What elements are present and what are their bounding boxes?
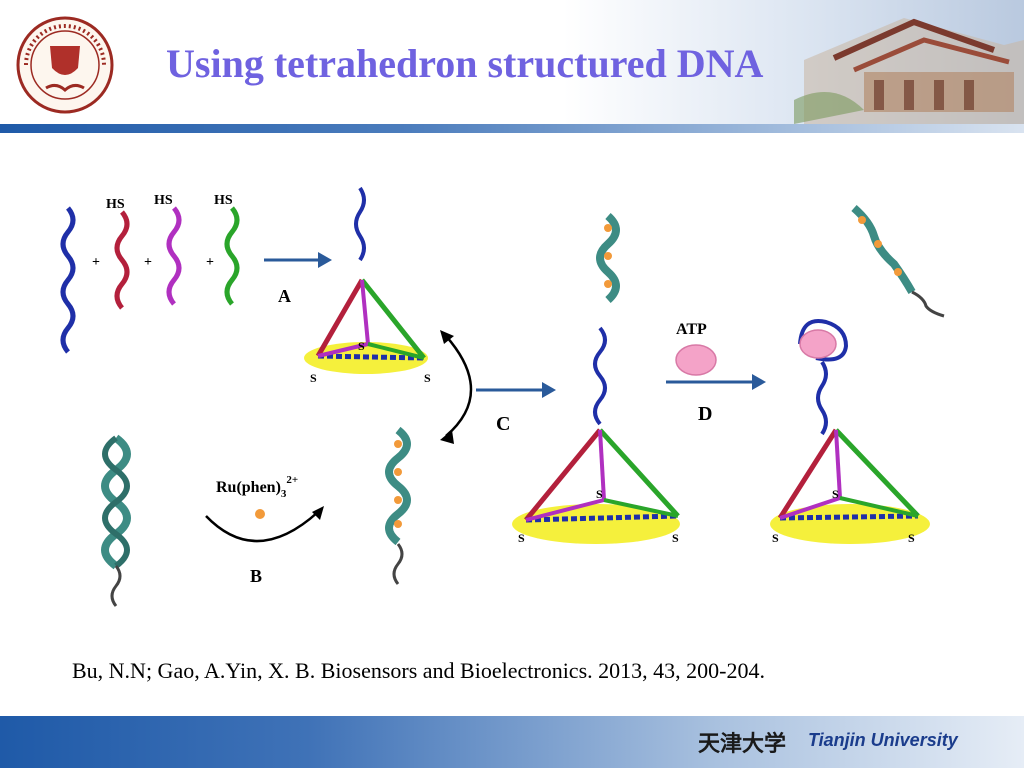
university-calligraphy-logo: 天津大学 [698, 731, 786, 757]
strand-red [114, 210, 130, 310]
slide-title: Using tetrahedron structured DNA [166, 41, 764, 86]
footer-bar [0, 716, 1024, 768]
step-label-d: D [698, 403, 712, 425]
s-label: S [518, 531, 525, 545]
hs-label: HS [214, 193, 233, 208]
arrow-a [264, 252, 332, 268]
aptamer-duplex [101, 434, 131, 607]
s-label: S [772, 531, 779, 545]
s-label: S [424, 371, 431, 385]
tetrahedron-atp-bound [770, 319, 930, 544]
released-aptamer [851, 204, 945, 318]
footer-university-name: Tianjin University [808, 730, 958, 750]
ru-phen-label: Ru(phen)32+ [216, 474, 298, 500]
curved-arrow-c [445, 335, 473, 437]
ru-complex-icon [255, 509, 265, 519]
aptamer-with-ru [385, 426, 411, 585]
plus-sign: + [206, 255, 214, 270]
atp-molecule [675, 344, 717, 376]
s-label: S [596, 487, 603, 501]
plus-sign: + [92, 255, 100, 270]
tetrahedron-dna-diagram: HS HS HS + + + A S S S C Ru(phen)32+ B [60, 186, 945, 607]
strand-green [224, 206, 240, 306]
hs-label: HS [154, 193, 173, 208]
step-label-b: B [250, 566, 262, 586]
step-label-a: A [278, 286, 291, 306]
s-label: S [358, 339, 365, 353]
curved-arrow-b [205, 511, 319, 543]
building-illustration [794, 18, 1024, 124]
strand-magenta [166, 206, 182, 306]
plus-sign: + [144, 255, 152, 270]
step-label-c: C [496, 413, 510, 435]
s-label: S [310, 371, 317, 385]
s-label: S [832, 487, 839, 501]
svg-text:天津大学: 天津大学 [698, 731, 786, 757]
tetrahedron-small [304, 186, 428, 374]
arrow-d [666, 374, 766, 390]
tetrahedron-with-aptamer [512, 212, 680, 544]
hs-label: HS [106, 197, 125, 212]
header-rule [0, 124, 1024, 133]
citation: Bu, N.N; Gao, A.Yin, X. B. Biosensors an… [72, 658, 765, 683]
s-label: S [672, 531, 679, 545]
arrow-c [476, 382, 556, 398]
s-label: S [908, 531, 915, 545]
strand-blue [60, 206, 76, 354]
atp-label: ATP [676, 321, 707, 338]
university-seal [16, 16, 114, 114]
